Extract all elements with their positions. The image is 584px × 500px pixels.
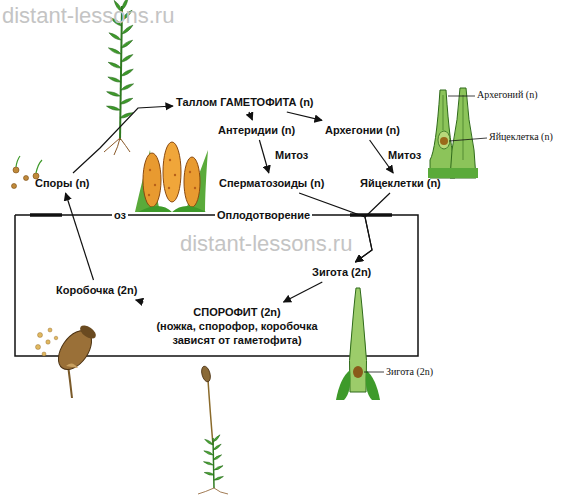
- stage-label: Споры (n): [35, 176, 90, 190]
- stage-label: Яйцеклетки (n): [360, 176, 441, 190]
- stage-label: Таллом ГАМЕТОФИТА (n): [176, 95, 314, 109]
- archegonia: [428, 88, 487, 178]
- cycle-arrow: [249, 112, 252, 120]
- part-label: Зигота (2n): [386, 366, 433, 378]
- stage-label: Коробочка (2n): [56, 283, 137, 297]
- stage-text: СПОРОФИТ (2n): [137, 305, 337, 319]
- process-label: Оплодотворение: [215, 209, 312, 222]
- part-label: Яйцеклетка (n): [489, 131, 553, 143]
- cycle-arrow: [136, 300, 144, 302]
- cycle-arrow: [355, 193, 390, 262]
- process-label: оз: [112, 209, 128, 222]
- part-label: Архегоний (n): [477, 89, 537, 101]
- stage-text: (ножка, спорофор, коробочка зависят от г…: [137, 319, 337, 347]
- cycle-arrow: [287, 112, 322, 120]
- edge-label: Митоз: [386, 149, 423, 162]
- stage-text: Зигота (2n): [312, 265, 371, 279]
- edge-label: Митоз: [273, 149, 310, 162]
- stage-text: Споры (n): [35, 176, 90, 190]
- stage-text: Антеридии (n): [218, 123, 295, 137]
- stage-text: Архегонии (n): [325, 123, 400, 137]
- cycle-arrow: [66, 193, 94, 280]
- watermark: distant-lessons.ru: [2, 4, 174, 28]
- stage-text: Таллом ГАМЕТОФИТА (n): [176, 95, 314, 109]
- stage-label: СПОРОФИТ (2n)(ножка, спорофор, коробочка…: [137, 305, 337, 347]
- stage-label: Сперматозоиды (n): [219, 176, 324, 190]
- young-sporophyte: [336, 288, 384, 400]
- stage-label: Архегонии (n): [325, 123, 400, 137]
- stage-text: Яйцеклетки (n): [360, 176, 441, 190]
- cycle-arrow: [73, 106, 173, 173]
- stage-text: Сперматозоиды (n): [219, 176, 324, 190]
- stage-text: Коробочка (2n): [56, 283, 137, 297]
- capsule: [36, 323, 99, 398]
- watermark: distant-lessons.ru: [180, 232, 352, 256]
- antheridia: [135, 142, 208, 212]
- cycle-arrow: [284, 282, 323, 302]
- stage-label: Антеридии (n): [218, 123, 295, 137]
- stage-label: Зигота (2n): [312, 265, 371, 279]
- moss-with-sporophyte: [198, 365, 228, 494]
- cycle-arrow: [259, 140, 268, 173]
